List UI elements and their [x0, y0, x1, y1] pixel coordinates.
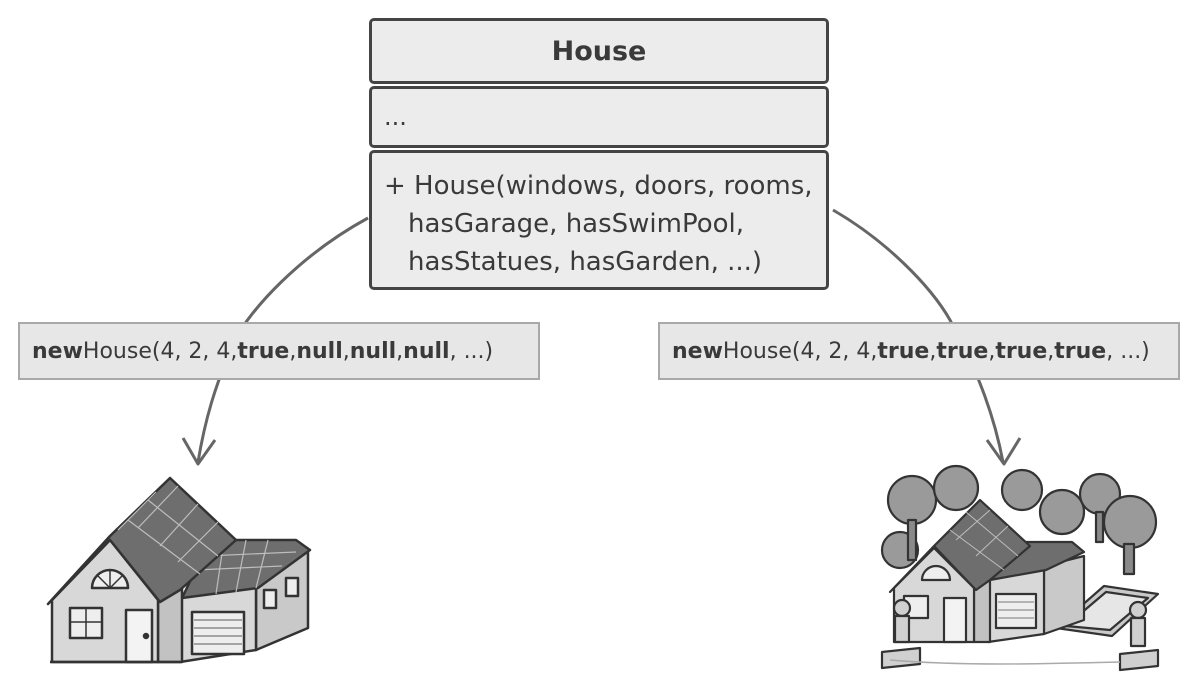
note-luxury-house-call: new House(4, 2, 4, true, true, true, tru…	[658, 322, 1180, 380]
constructor-line-3: hasStatues, hasGarden, ...)	[408, 247, 763, 277]
note-call-suffix: , ...)	[1106, 338, 1150, 364]
arrowhead-right	[985, 437, 1022, 466]
simple-house-illustration	[46, 476, 312, 664]
note-call-prefix: House(4, 2, 4,	[82, 338, 238, 364]
arrowhead-left	[181, 437, 217, 466]
class-name: House	[369, 18, 829, 84]
note-keyword: new	[672, 338, 723, 364]
note-arg: true	[936, 338, 989, 364]
class-fields: ...	[369, 86, 829, 148]
constructor-line-2: hasGarage, hasSwimPool,	[408, 209, 745, 239]
house-class-box: House ... + House(windows, doors, rooms,…	[369, 18, 829, 290]
note-keyword: new	[32, 338, 83, 364]
note-arg: null	[403, 338, 450, 364]
note-arg: true	[1054, 338, 1107, 364]
note-arg: null	[349, 338, 397, 364]
note-call-suffix: , ...)	[449, 338, 494, 364]
luxury-house-illustration	[880, 464, 1160, 672]
arrow-to-luxury-house	[832, 208, 1005, 463]
note-arg: null	[296, 338, 343, 364]
class-methods: + House(windows, doors, rooms, hasGarage…	[369, 150, 829, 290]
note-simple-house-call: new House(4, 2, 4, true, null, null, nul…	[18, 322, 540, 380]
constructor-line-1: + House(windows, doors, rooms,	[384, 171, 813, 201]
note-arg: true	[237, 338, 290, 364]
note-call-prefix: House(4, 2, 4,	[722, 338, 878, 364]
note-arg: true	[877, 338, 930, 364]
note-arg: true	[995, 338, 1048, 364]
